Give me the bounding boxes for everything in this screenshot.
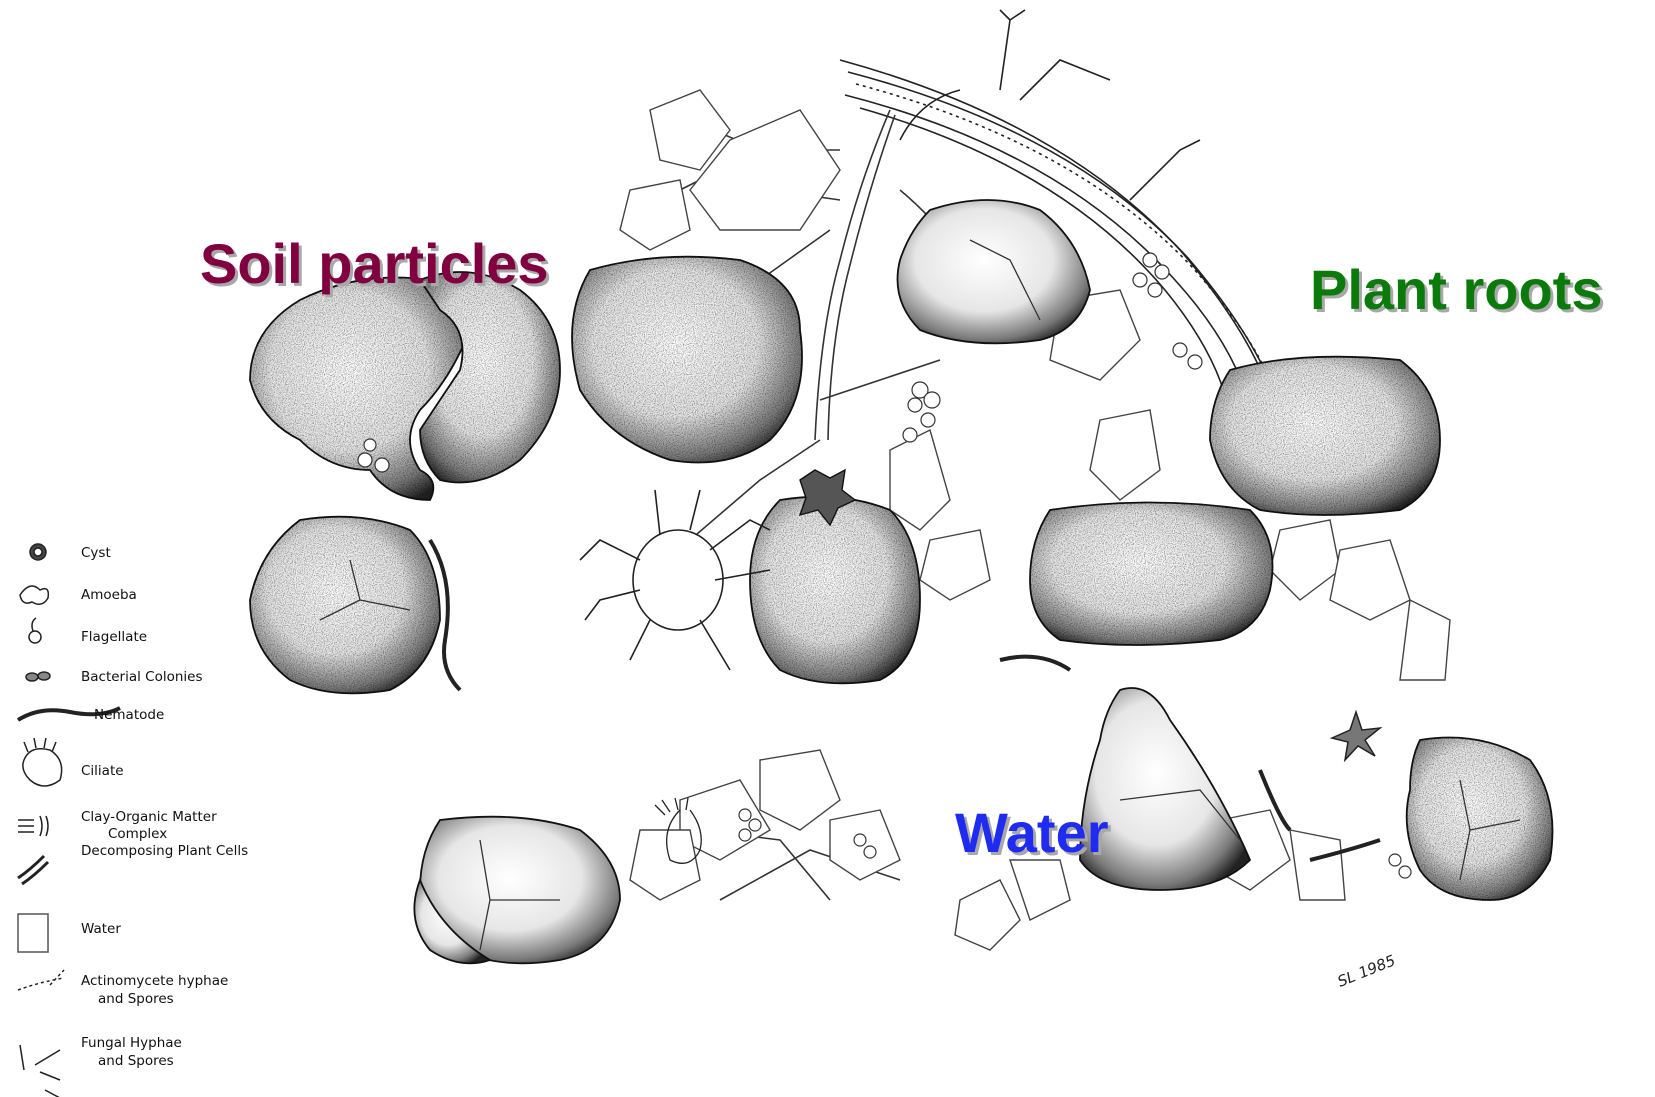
mite	[580, 490, 770, 670]
legend-label: Clay-Organic Matter	[81, 808, 217, 826]
plant-roots-label: Plant roots	[1310, 262, 1602, 318]
legend-label: Actinomycete hyphae	[81, 972, 228, 990]
legend: Cyst Amoeba Flagellate Bacterial Colonie…	[8, 540, 308, 1097]
star-protozoan	[1332, 712, 1380, 760]
soil-particles-text: Soil particles	[200, 232, 549, 295]
legend-label: Bacterial Colonies	[81, 668, 203, 686]
legend-label: Nematode	[94, 706, 164, 724]
legend-label-2: Complex	[108, 825, 167, 843]
soil-particles-label: Soil particles	[200, 236, 549, 292]
legend-label-2: and Spores	[98, 1052, 174, 1070]
water-label: Water	[955, 805, 1109, 861]
legend-label: Flagellate	[81, 628, 147, 646]
water-text: Water	[955, 801, 1109, 864]
legend-label: Water	[81, 920, 121, 938]
legend-label: Fungal Hyphae	[81, 1034, 182, 1052]
plant-roots-text: Plant roots	[1310, 258, 1602, 321]
legend-label: Cyst	[81, 544, 111, 562]
legend-label: Amoeba	[81, 586, 137, 604]
legend-label: Ciliate	[81, 762, 124, 780]
legend-label-2: and Spores	[98, 990, 174, 1008]
soil-particle	[898, 200, 1091, 343]
legend-label: Decomposing Plant Cells	[81, 842, 248, 860]
